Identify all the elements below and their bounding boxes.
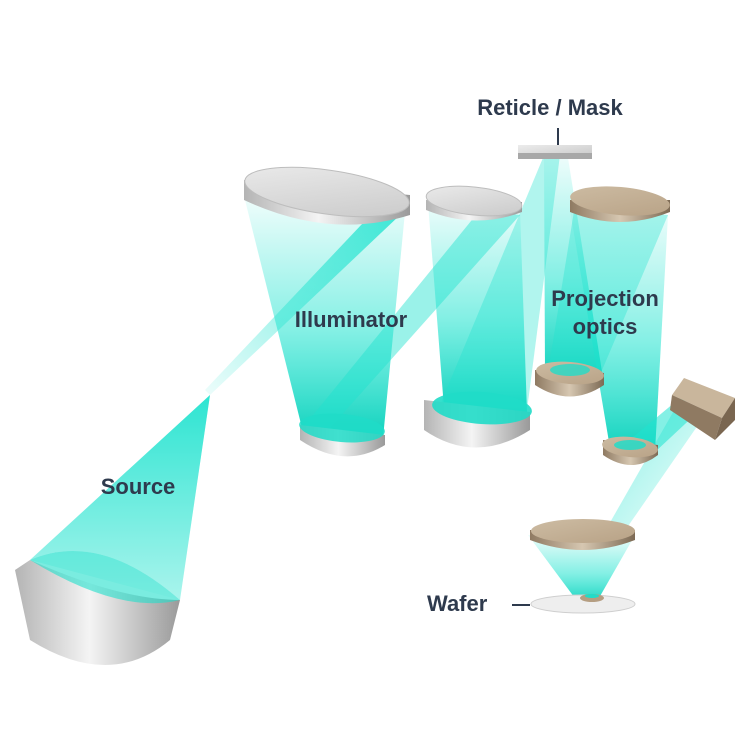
reticle-mask-label: Reticle / Mask: [477, 95, 623, 120]
illuminator-mirror-4: [424, 391, 532, 448]
wafer: [512, 594, 636, 614]
source-collector-mirror: [15, 551, 180, 665]
wafer-label: Wafer: [427, 591, 488, 616]
illuminator-mirror-3: [425, 185, 523, 221]
illuminator-mirror-2: [299, 413, 385, 457]
illuminator-beam-1: [245, 200, 405, 438]
projection-beam-1: [544, 158, 603, 378]
source-label: Source: [100, 474, 176, 499]
illuminator-label: Illuminator: [294, 307, 408, 332]
projection-mirror-1: [570, 186, 670, 222]
projection-fold-block: [670, 378, 735, 440]
projection-beam-2: [570, 210, 668, 452]
beam-to-final-mirror: [600, 400, 705, 545]
illuminator-beam-2: [428, 203, 527, 412]
reticle-mask: [518, 128, 592, 159]
projection-mirror-final: [530, 519, 635, 550]
illuminator-mirror-1: [244, 166, 410, 225]
source-beam-core: [30, 395, 210, 600]
projection-optics-label: Projection optics: [551, 286, 659, 339]
projection-mirror-3: [602, 436, 658, 465]
beam-to-reticle: [440, 153, 560, 410]
projection-mirror-2: [535, 361, 604, 397]
source-beam: [30, 395, 210, 600]
wafer-beam: [528, 535, 635, 605]
